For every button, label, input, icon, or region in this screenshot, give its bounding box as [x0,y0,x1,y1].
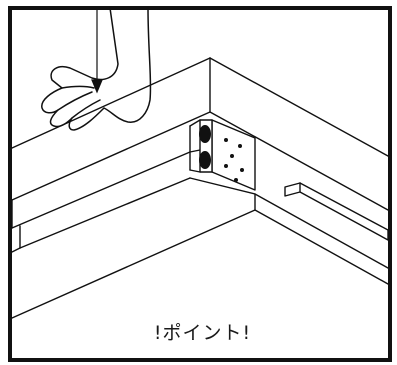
bracket-holes [199,125,244,182]
bracket-hole-bottom [199,151,211,169]
frame-border [8,6,392,362]
down-arrow-icon [91,10,103,94]
block-top-right-edge [254,193,389,269]
block-lower-edge [19,177,191,249]
screw-dot [224,138,228,142]
wall-bottom-edge-left [11,111,211,201]
screw-dot [234,178,238,182]
wall-top-edge-left [11,57,211,149]
hand-pressing-down-icon [41,7,152,131]
wall-top-edge-right [209,57,389,157]
screw-dot [230,154,234,158]
finger-line [57,91,93,111]
screw-dot [240,168,244,172]
wall-bottom-edge-right [209,111,389,211]
bracket-hole-top [199,125,211,143]
block-lower-right-edge [254,209,389,285]
finger-line [61,85,95,89]
screw-dot [224,164,228,168]
caption-label: !ポイント! [153,322,252,344]
floor-line-stub [11,247,21,253]
hand-outline [41,7,152,131]
floor-line-front [11,209,256,319]
screw-dot [238,144,242,148]
arrow-head [91,79,103,94]
shelf-front-edge-left [11,151,191,229]
bracket-flange [189,119,201,173]
finger-line [71,99,101,119]
